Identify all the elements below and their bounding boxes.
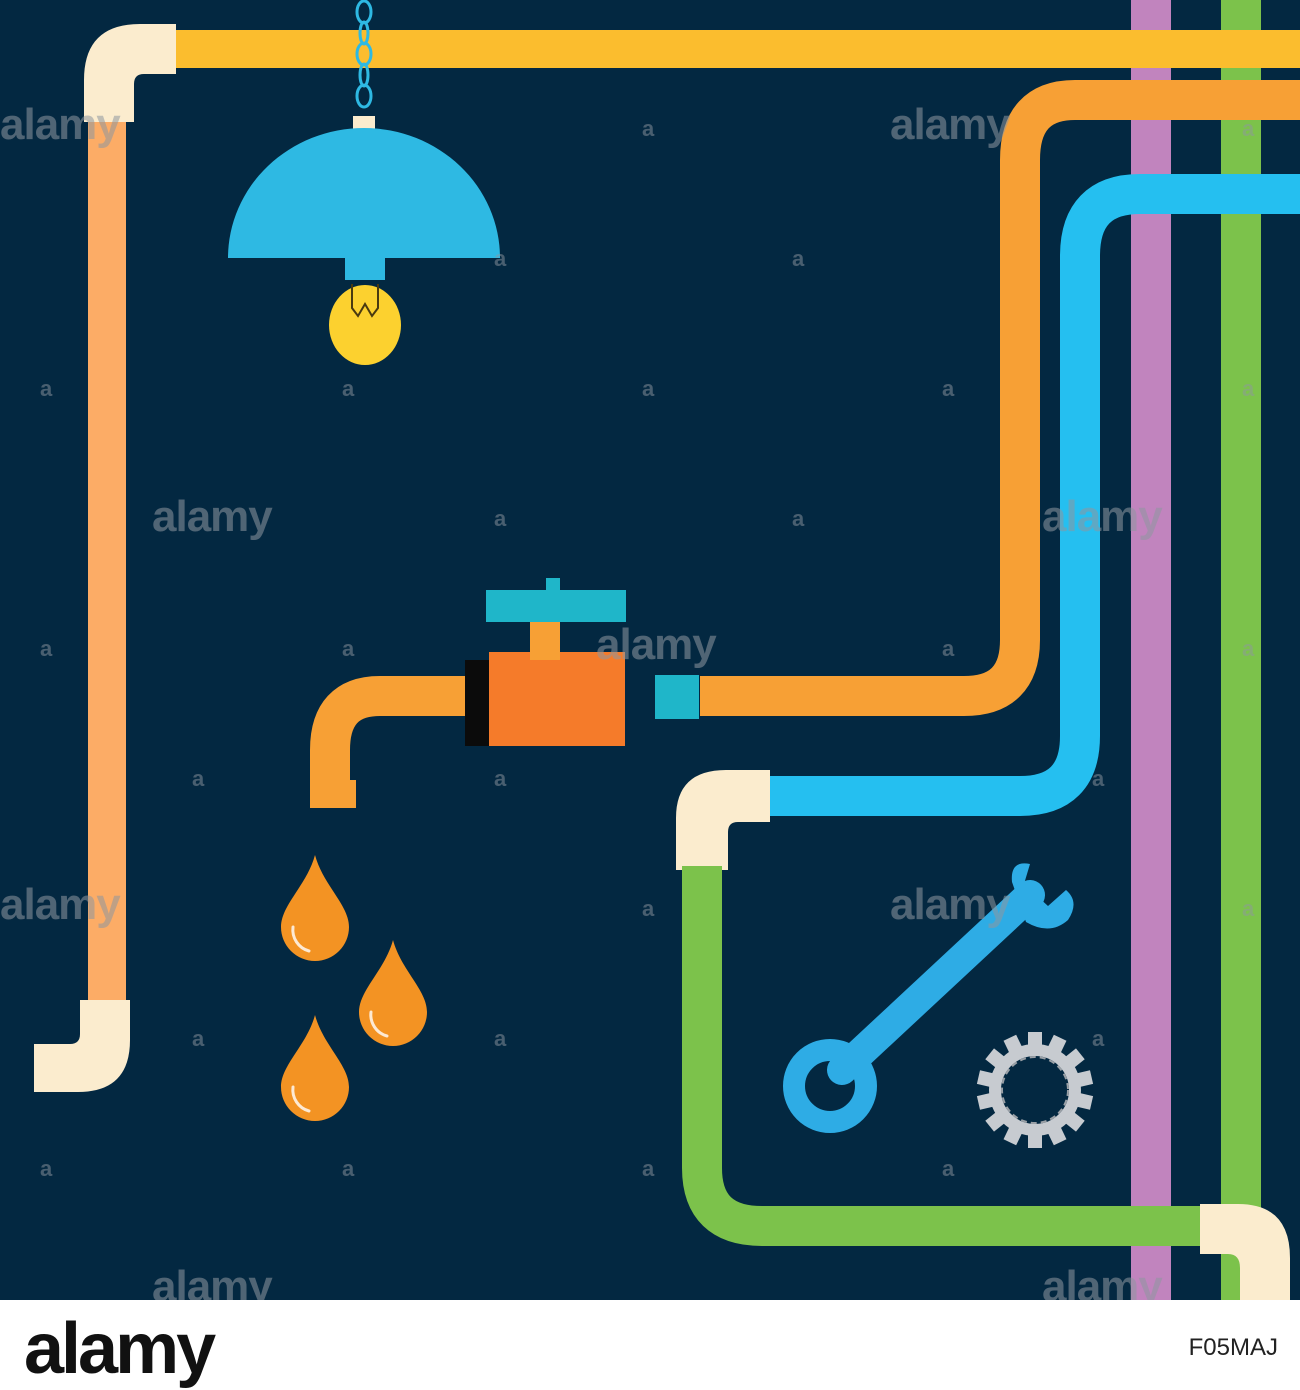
light-bulb-icon: [329, 284, 401, 365]
green-pipe: [682, 866, 1206, 1246]
wrench-ring-end: [783, 1039, 877, 1133]
faucet-handle[interactable]: [486, 590, 626, 622]
illustration-canvas: alamy alamy alamy alamy alamy alamy alam…: [0, 0, 1300, 1311]
drop-shape: [281, 855, 349, 961]
wrench-icon[interactable]: [783, 863, 1074, 1133]
drop-highlight: [291, 925, 311, 953]
gear-ring: [989, 1044, 1081, 1136]
elbow-joint-bottom-right: [1200, 1204, 1290, 1300]
stock-footer: alamy F05MAJ: [0, 1300, 1300, 1390]
lamp-icon: [228, 0, 500, 365]
drop-highlight: [369, 1010, 389, 1038]
pipe-coupling: [655, 675, 699, 719]
green-pipe-vertical: [1221, 0, 1261, 1300]
purple-pipe: [1131, 0, 1171, 1300]
elbow-joint-top-left: [84, 24, 176, 122]
blue-pipe: [760, 174, 1300, 816]
water-drop-icon: [359, 940, 427, 1046]
gear-tooth: [1028, 1032, 1042, 1048]
faucet-outlet: [310, 780, 356, 808]
drop-shape: [359, 940, 427, 1046]
faucet-body: [489, 652, 625, 746]
water-drop-icon: [281, 855, 349, 961]
faucet-spout: [310, 676, 520, 806]
lamp-chain: [355, 0, 373, 109]
gear-tooth: [1028, 1132, 1042, 1148]
plumbing-illustration: [0, 0, 1300, 1300]
alamy-logo[interactable]: alamy: [24, 1309, 216, 1389]
gear-inner-detail: [1001, 1056, 1069, 1124]
yellow-pipe: [160, 30, 1300, 68]
bulb-filament: [351, 284, 379, 318]
drop-highlight: [291, 1085, 311, 1113]
lamp-socket: [345, 258, 385, 280]
peach-pipe: [88, 110, 126, 1030]
water-drops: [281, 855, 427, 1121]
elbow-joint-bottom-left: [34, 1000, 130, 1092]
wrench-handle: [827, 880, 1045, 1085]
bulb-glass: [329, 285, 401, 365]
wrench-jaw-end: [1011, 863, 1074, 929]
orange-pipe: [700, 80, 1300, 716]
chain-link: [355, 83, 373, 109]
faucet-icon[interactable]: [465, 578, 699, 746]
drop-shape: [281, 1015, 349, 1121]
faucet-knob: [546, 578, 560, 592]
water-drop-icon: [281, 1015, 349, 1121]
lamp-cap: [353, 116, 375, 132]
elbow-joint-middle: [676, 770, 770, 870]
gear-icon[interactable]: [976, 1032, 1094, 1148]
lamp-shade: [228, 128, 500, 258]
image-id: F05MAJ: [1188, 1334, 1278, 1361]
